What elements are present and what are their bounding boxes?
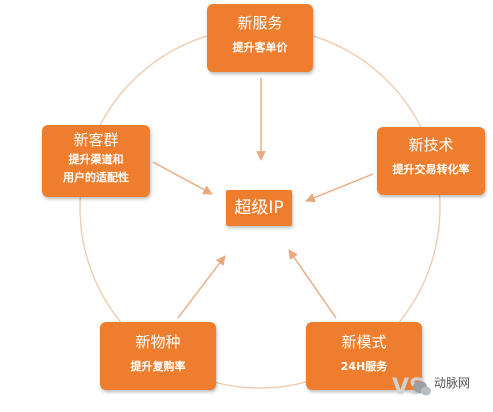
node-title: 新物种 (135, 333, 181, 351)
node-new-service: 新服务 提升客单价 (207, 4, 313, 72)
node-new-customers: 新客群 提升渠道和 用户的适配性 (42, 125, 150, 197)
node-subtitle-line2: 用户的适配性 (63, 171, 129, 184)
node-title: 新模式 (341, 333, 387, 351)
arrow-left-to-center (152, 161, 213, 195)
node-subtitle: 提升复购率 (130, 360, 186, 373)
node-subtitle-line1: 提升渠道和 (68, 153, 124, 166)
node-title: 新技术 (408, 136, 454, 154)
watermark: VS 动脉网 (392, 368, 492, 408)
node-subtitle: 提升交易转化率 (392, 163, 470, 176)
node-new-model: 新模式 24H服务 (306, 322, 422, 390)
arrow-bottom-left-to-center (177, 255, 226, 319)
node-title: 新服务 (237, 14, 283, 32)
node-title: 新客群 (73, 131, 119, 149)
node-subtitle: 提升客单价 (232, 41, 288, 54)
node-subtitle: 24H服务 (340, 360, 388, 373)
node-new-species: 新物种 提升复购率 (100, 322, 216, 390)
wechat-logo-icon: VS (392, 375, 431, 400)
arrow-bottom-right-to-center (288, 249, 337, 319)
arrow-right-to-center (305, 173, 374, 203)
watermark-text: 动脉网 (434, 376, 471, 390)
node-new-technology: 新技术 提升交易转化率 (377, 127, 485, 195)
center-node: 超级IP (226, 190, 292, 226)
